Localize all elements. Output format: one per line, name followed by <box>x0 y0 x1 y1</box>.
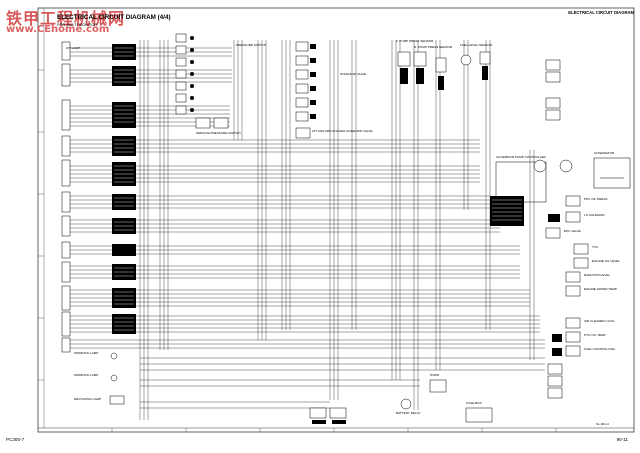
right-label-3: TVC <box>592 245 599 249</box>
pressure-switch-label: PRESSURE SWITCH <box>236 43 267 47</box>
right-label-2: EPC VALVE <box>564 229 581 233</box>
page-title: ELECTRICAL CIRCUIT DIAGRAM (4/4) <box>57 14 171 21</box>
pump-pressure-r-label: R. PUMP PRESS SENSOR <box>414 45 453 49</box>
governor-label: GOVERNOR PUMP CONTROLLER <box>496 155 546 159</box>
page-number: 90-11 <box>616 437 628 442</box>
right-label-0: PPC OIL PRESS <box>584 197 608 201</box>
section-title: ELECTRICAL CIRCUIT DIAGRAM <box>568 10 634 15</box>
model-number: PC300-7 <box>6 437 25 442</box>
right-label-8: HYD OIL TEMP <box>584 333 606 337</box>
watermark-url: www.CEhome.com <box>6 24 110 35</box>
pump-pressure-f-label: F. PUMP PRESS SENSOR <box>396 39 434 43</box>
kit-lamp-label: KIT LAMP <box>66 46 81 50</box>
att-return-label: ATT RETURN CHANGE SOLENOID VALVE <box>312 129 373 133</box>
page-subtitle: FOR MULTI MONITOR <box>57 22 98 27</box>
revolving-lamp-label: REVOLVING LAMP <box>74 397 102 401</box>
fuse-box-label: FUSE BOX <box>466 401 482 405</box>
service-pressure-label: SERVICE PRESSURE SWITCH <box>196 131 241 135</box>
right-label-9: FUEL CONTROL DIAL <box>584 347 616 351</box>
watermark-logo: 铁甲工程机械网 <box>6 9 126 28</box>
right-label-5: RADIATOR LEVEL <box>584 273 611 277</box>
right-label-4: ENGINE OIL LEVEL <box>592 259 621 263</box>
right-label-1: LS SOLENOID <box>584 213 605 217</box>
working-lamp-label-2: WORKING LAMP <box>74 373 99 377</box>
drawing-number: SL-001-4 <box>596 422 609 426</box>
alternator-label: ALTERNATOR <box>594 151 615 155</box>
battery-relay-label: BATTERY RELAY <box>396 411 421 415</box>
right-label-6: ENGINE WATER TEMP <box>584 287 617 291</box>
horn-label: HORN <box>430 373 440 377</box>
right-label-7: AIR CLEANER CLOG <box>584 319 615 323</box>
working-lamp-label-1: WORKING LAMP <box>74 351 99 355</box>
solenoid-valve-label: SOLENOID VALVE <box>340 72 367 76</box>
fuel-level-label: FUEL LEVEL SENSOR <box>460 43 493 47</box>
